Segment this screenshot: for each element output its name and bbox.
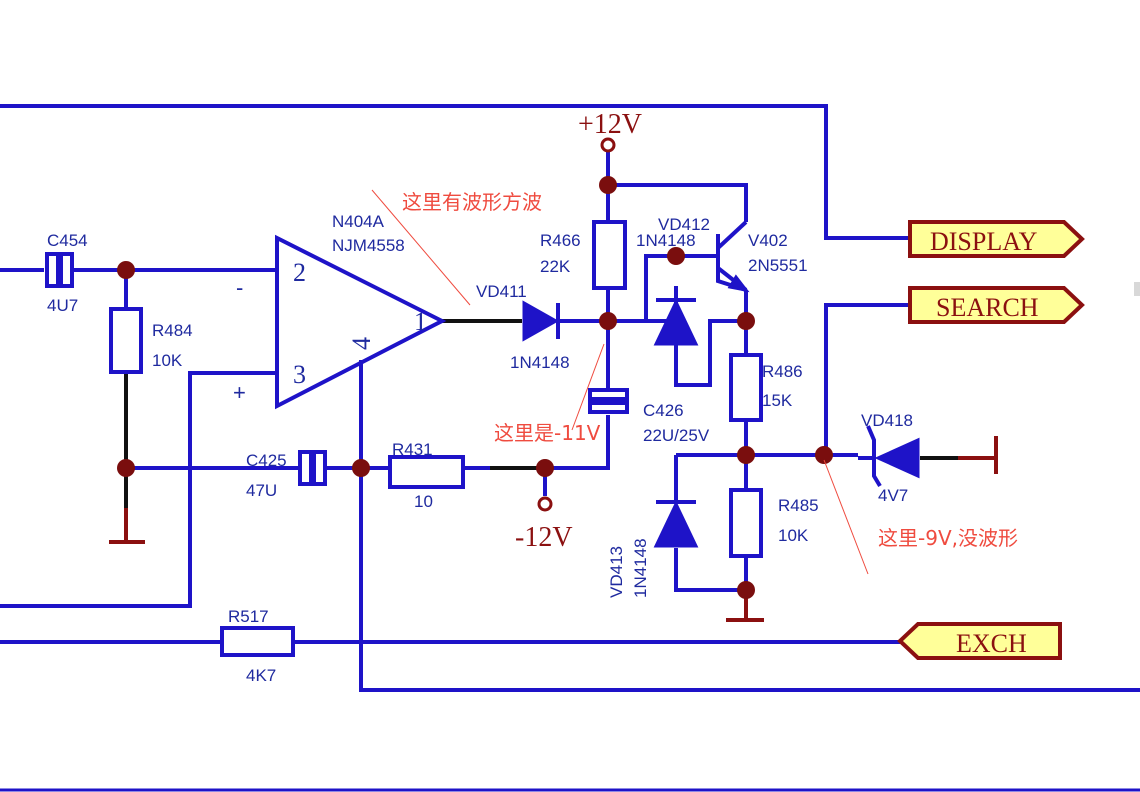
note-minus11: 这里是-11V bbox=[494, 421, 601, 445]
opamp-minus-sign: - bbox=[236, 275, 243, 300]
note-minus9: 这里-9V,没波形 bbox=[878, 526, 1018, 550]
r484-ref: R484 bbox=[152, 321, 193, 340]
r485-ref: R485 bbox=[778, 496, 819, 515]
c425-ref: C425 bbox=[246, 451, 287, 470]
port-exch: EXCH bbox=[897, 622, 1062, 660]
r466-value: 22K bbox=[540, 257, 571, 276]
opamp-pin-supply: 4 bbox=[347, 337, 376, 350]
r486-value: 15K bbox=[762, 391, 793, 410]
resistor-r485: R485 10K bbox=[729, 488, 819, 558]
r466-ref: R466 bbox=[540, 231, 581, 250]
port-exch-label: EXCH bbox=[956, 629, 1027, 658]
c454-value: 4U7 bbox=[47, 296, 78, 315]
vd413-value: 1N4148 bbox=[631, 538, 650, 598]
opamp-pin-inv: 2 bbox=[293, 258, 306, 287]
wires bbox=[0, 104, 1140, 692]
diode-vd411: VD411 1N4148 bbox=[476, 282, 578, 372]
opamp-n404a: 2 3 1 4 - + N404A NJM4558 bbox=[233, 212, 447, 410]
scrollbar-thumb[interactable] bbox=[1134, 282, 1140, 296]
port-display: DISPLAY bbox=[908, 220, 1085, 258]
resistor-r517: R517 4K7 bbox=[220, 607, 295, 685]
r485-value: 10K bbox=[778, 526, 809, 545]
capacitor-c426: C426 22U/25V bbox=[588, 388, 710, 445]
r517-value: 4K7 bbox=[246, 666, 276, 685]
diode-vd413: VD413 1N4148 bbox=[607, 500, 699, 598]
vd411-value: 1N4148 bbox=[510, 353, 570, 372]
vd418-ref: VD418 bbox=[861, 411, 913, 430]
vd412-value: 1N4148 bbox=[636, 231, 696, 250]
c454-ref: C454 bbox=[47, 231, 88, 250]
r486-ref: R486 bbox=[762, 362, 803, 381]
diode-vd412: VD412 1N4148 bbox=[636, 215, 710, 346]
opamp-part: NJM4558 bbox=[332, 236, 405, 255]
note-waveform: 这里有波形方波 bbox=[402, 190, 542, 214]
c426-ref: C426 bbox=[643, 401, 684, 420]
resistor-r466: R466 22K bbox=[540, 220, 627, 290]
port-display-label: DISPLAY bbox=[930, 227, 1038, 256]
r517-ref: R517 bbox=[228, 607, 269, 626]
junctions bbox=[117, 176, 833, 599]
ground-symbol bbox=[109, 508, 145, 544]
vd413-ref: VD413 bbox=[607, 546, 626, 598]
power-pos-label: +12V bbox=[578, 109, 642, 140]
vd418-value: 4V7 bbox=[878, 486, 908, 505]
c426-value: 22U/25V bbox=[643, 426, 710, 445]
c425-value: 47U bbox=[246, 481, 277, 500]
resistor-r484: R484 10K bbox=[109, 307, 193, 374]
capacitor-c454: C454 4U7 bbox=[45, 231, 88, 315]
zener-vd418: VD418 4V7 bbox=[858, 411, 998, 505]
vd411-ref: VD411 bbox=[476, 282, 527, 301]
port-search-label: SEARCH bbox=[936, 293, 1039, 322]
annotations: 这里有波形方波 这里是-11V 这里-9V,没波形 bbox=[371, 189, 1018, 575]
opamp-plus-sign: + bbox=[233, 380, 246, 405]
resistor-r486: R486 15K bbox=[729, 353, 803, 422]
vd412-ref: VD412 bbox=[658, 215, 710, 234]
power-neg-label: -12V bbox=[515, 522, 573, 553]
power-negative: -12V bbox=[515, 496, 573, 553]
v402-ref: V402 bbox=[748, 231, 788, 250]
v402-value: 2N5551 bbox=[748, 256, 808, 275]
port-search: SEARCH bbox=[908, 286, 1085, 324]
r484-value: 10K bbox=[152, 351, 183, 370]
r431-value: 10 bbox=[414, 492, 433, 511]
opamp-pin-out: 1 bbox=[414, 307, 427, 336]
transistor-v402: V402 2N5551 bbox=[716, 220, 808, 293]
opamp-pin-noninv: 3 bbox=[293, 360, 306, 389]
opamp-ref: N404A bbox=[332, 212, 385, 231]
capacitor-c425: C425 47U bbox=[246, 450, 327, 500]
resistor-r431: R431 10 bbox=[388, 440, 465, 511]
power-positive: +12V bbox=[578, 109, 642, 153]
r431-ref: R431 bbox=[392, 440, 433, 459]
